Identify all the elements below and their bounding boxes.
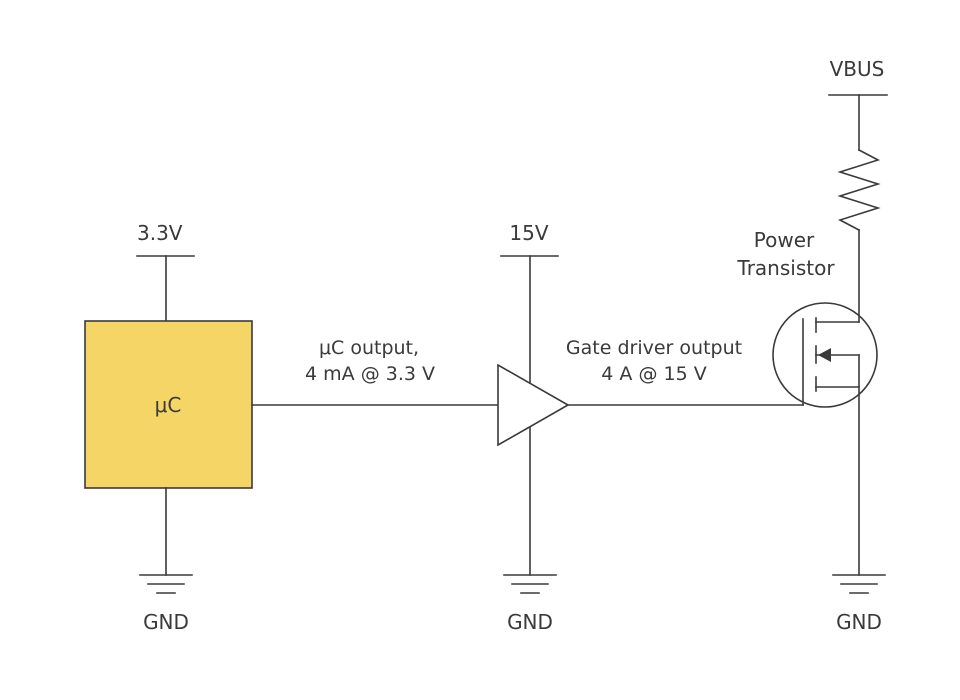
- transistor-ground-label: GND: [836, 610, 882, 634]
- mcu-supply-label: 3.3V: [137, 221, 183, 245]
- driver-output-label-line1: Gate driver output: [566, 337, 742, 359]
- mcu-output-label-line2: 4 mA @ 3.3 V: [305, 363, 435, 385]
- driver-ground-label: GND: [507, 610, 553, 634]
- gate-driver-buffer-symbol: [497, 363, 570, 447]
- transistor-label-line2: Transistor: [736, 256, 835, 280]
- transistor-supply-label: VBUS: [830, 57, 885, 81]
- mcu-block: [84, 320, 253, 489]
- gate-driver-section: 15V GND: [497, 221, 570, 634]
- mosfet-arrow: [818, 348, 831, 362]
- mcu-ground-symbol: [139, 574, 193, 594]
- power-transistor-section: VBUS Power Transistor GND: [736, 57, 888, 634]
- driver-output-label-line2: 4 A @ 15 V: [601, 363, 706, 385]
- mcu-ground-label: GND: [143, 610, 189, 634]
- driver-supply-label: 15V: [509, 221, 548, 245]
- mosfet-symbol: [772, 302, 878, 408]
- mcu-output-label-line1: μC output,: [319, 337, 419, 359]
- driver-ground-symbol: [503, 574, 557, 594]
- load-resistor-symbol: [837, 148, 881, 232]
- transistor-ground-symbol: [832, 574, 886, 594]
- mcu-label: μC: [155, 393, 182, 417]
- mcu-section: 3.3V μC GND: [84, 221, 253, 634]
- transistor-label-line1: Power: [754, 228, 815, 252]
